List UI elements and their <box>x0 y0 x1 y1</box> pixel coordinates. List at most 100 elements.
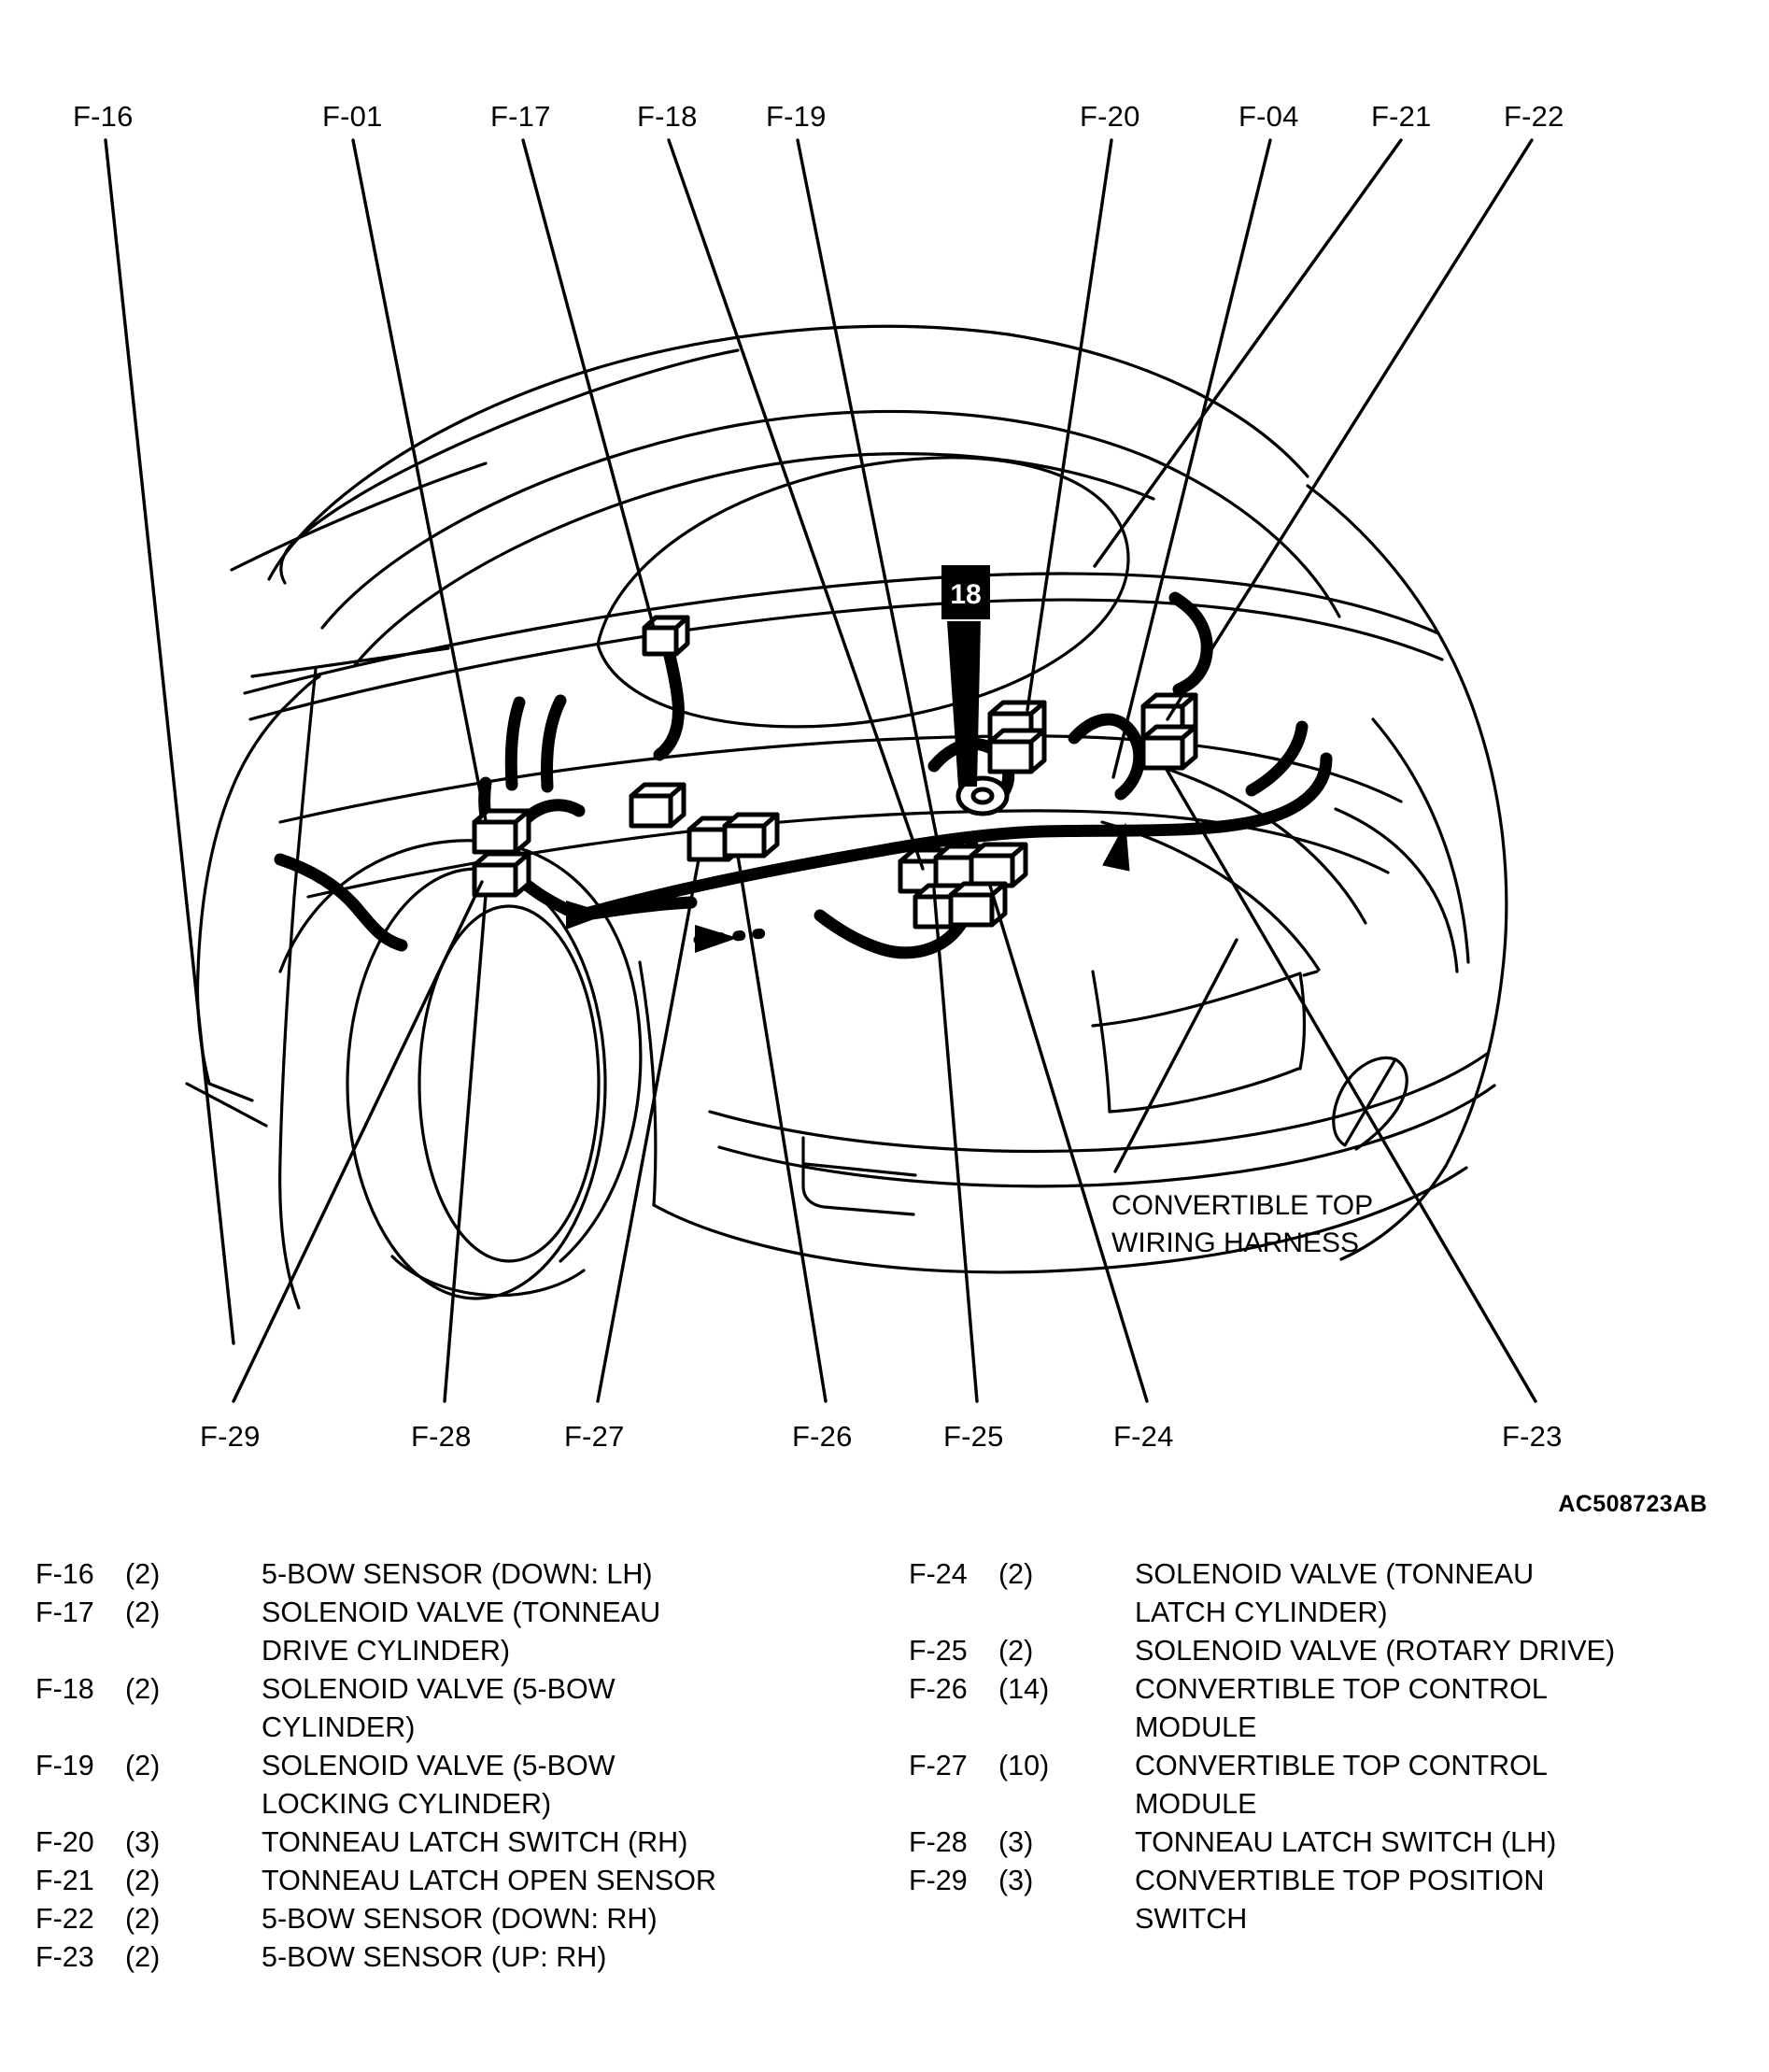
legend-qty: (2) <box>125 1673 161 1705</box>
connector-cube <box>472 808 531 855</box>
legend-qty: (2) <box>125 1750 161 1781</box>
legend-id: F-19 <box>35 1750 94 1781</box>
legend-id: F-27 <box>909 1750 968 1781</box>
legend-desc-cont: LOCKING CYLINDER) <box>262 1788 552 1820</box>
callout-label-f-23: F-23 <box>1502 1420 1563 1453</box>
legend-id: F-20 <box>35 1826 94 1858</box>
legend-desc-line: TONNEAU LATCH SWITCH (LH) <box>1135 1826 1557 1858</box>
legend-row: F-21 (2) TONNEAU LATCH OPEN SENSOR <box>35 1862 884 1900</box>
connector-cube <box>969 842 1028 888</box>
connector-cube <box>1140 724 1198 771</box>
harness-dashed-continuation <box>693 927 779 945</box>
legend-qty: (2) <box>125 1941 161 1973</box>
legend-desc: SOLENOID VALVE (5-BOW CYLINDER) <box>262 1670 884 1747</box>
connector-cube <box>629 782 686 829</box>
callout-label-f-22: F-22 <box>1504 100 1564 133</box>
legend-id: F-29 <box>909 1865 968 1896</box>
legend-right-column: F-24 (2) SOLENOID VALVE (TONNEAU LATCH C… <box>884 1555 1769 1938</box>
legend-qty: (2) <box>125 1558 161 1590</box>
legend-id: F-23 <box>35 1941 94 1973</box>
legend-desc-line: CONVERTIBLE TOP CONTROL <box>1135 1750 1548 1781</box>
bottom-callout-labels: F-29 F-28 F-27 F-26 F-25 F-24 F-23 <box>200 1420 1563 1453</box>
legend-desc-cont: MODULE <box>1135 1711 1257 1743</box>
harness-annotation-line-1: CONVERTIBLE TOP <box>1111 1190 1373 1221</box>
legend-desc-line: CONVERTIBLE TOP CONTROL <box>1135 1673 1548 1705</box>
legend-desc-cont: DRIVE CYLINDER) <box>262 1635 511 1667</box>
connector-legend: F-16 (2) 5-BOW SENSOR (DOWN: LH) F-17 (2… <box>0 1555 1769 1977</box>
legend-desc: TONNEAU LATCH OPEN SENSOR <box>262 1862 884 1900</box>
legend-id: F-28 <box>909 1826 968 1858</box>
badge-box <box>941 565 990 619</box>
legend-row: F-17 (2) SOLENOID VALVE (TONNEAU DRIVE C… <box>35 1594 884 1670</box>
callout-label-f-19: F-19 <box>766 100 827 133</box>
legend-row: F-20 (3) TONNEAU LATCH SWITCH (RH) <box>35 1824 884 1862</box>
legend-qty: (2) <box>125 1597 161 1628</box>
callout-label-f-04: F-04 <box>1238 100 1299 133</box>
legend-row: F-22 (2) 5-BOW SENSOR (DOWN: RH) <box>35 1900 884 1938</box>
callout-label-f-25: F-25 <box>943 1420 1004 1453</box>
top-callout-labels: F-16 F-01 F-17 F-18 F-19 F-20 F-04 F-21 … <box>73 100 1564 133</box>
legend-id: F-25 <box>909 1635 968 1667</box>
figure-area: 18 F-16 F-01 <box>73 100 1564 1453</box>
legend-row: F-29 (3) CONVERTIBLE TOP POSITION SWITCH <box>909 1862 1769 1938</box>
callout-label-f-16: F-16 <box>73 100 134 133</box>
section-badge-18: 18 <box>941 565 990 787</box>
vehicle-body-outline <box>185 324 1508 1310</box>
badge-number: 18 <box>950 579 981 610</box>
legend-desc-line: SOLENOID VALVE (5-BOW <box>262 1750 616 1781</box>
legend-desc: SOLENOID VALVE (TONNEAU DRIVE CYLINDER) <box>262 1594 884 1670</box>
legend-row: F-19 (2) SOLENOID VALVE (5-BOW LOCKING C… <box>35 1747 884 1824</box>
callout-label-f-20: F-20 <box>1080 100 1140 133</box>
legend-id: F-18 <box>35 1673 94 1705</box>
legend-qty: (2) <box>998 1558 1034 1590</box>
legend-desc-line: SOLENOID VALVE (ROTARY DRIVE) <box>1135 1635 1616 1667</box>
legend-id: F-16 <box>35 1558 94 1590</box>
top-leader-lines <box>104 138 1534 1345</box>
harness-direction-arrows <box>566 822 1130 953</box>
callout-label-f-27: F-27 <box>564 1420 625 1453</box>
legend-row: F-25 (2) SOLENOID VALVE (ROTARY DRIVE) <box>909 1632 1769 1670</box>
callout-label-f-28: F-28 <box>411 1420 472 1453</box>
legend-desc-cont: CYLINDER) <box>262 1711 416 1743</box>
legend-desc: 5-BOW SENSOR (DOWN: LH) <box>262 1555 884 1594</box>
legend-qty: (2) <box>998 1635 1034 1667</box>
legend-id: F-26 <box>909 1673 968 1705</box>
legend-desc-line: SOLENOID VALVE (5-BOW <box>262 1673 616 1705</box>
legend-desc-line: 5-BOW SENSOR (UP: RH) <box>262 1941 607 1973</box>
legend-row: F-18 (2) SOLENOID VALVE (5-BOW CYLINDER) <box>35 1670 884 1747</box>
legend-row: F-26 (14) CONVERTIBLE TOP CONTROL MODULE <box>909 1670 1769 1747</box>
legend-qty: (3) <box>998 1865 1034 1896</box>
callout-label-f-17: F-17 <box>490 100 551 133</box>
legend-desc: TONNEAU LATCH SWITCH (LH) <box>1135 1824 1769 1862</box>
callout-label-f-21: F-21 <box>1371 100 1432 133</box>
drawing-code: AC508723AB <box>1558 1491 1707 1517</box>
legend-desc: 5-BOW SENSOR (DOWN: RH) <box>262 1900 884 1938</box>
legend-left-column: F-16 (2) 5-BOW SENSOR (DOWN: LH) F-17 (2… <box>0 1555 884 1977</box>
legend-desc: CONVERTIBLE TOP POSITION SWITCH <box>1135 1862 1769 1938</box>
callout-label-f-24: F-24 <box>1113 1420 1174 1453</box>
callout-label-f-01: F-01 <box>322 100 383 133</box>
legend-qty: (3) <box>998 1826 1034 1858</box>
legend-qty: (2) <box>125 1903 161 1935</box>
legend-desc-cont: MODULE <box>1135 1788 1257 1820</box>
callout-label-f-26: F-26 <box>792 1420 853 1453</box>
vehicle-connector-location-illustration: 18 F-16 F-01 <box>73 100 1564 1453</box>
harness-annotation: CONVERTIBLE TOP WIRING HARNESS <box>1111 1190 1373 1258</box>
legend-desc-cont: LATCH CYLINDER) <box>1135 1597 1388 1628</box>
legend-row: F-28 (3) TONNEAU LATCH SWITCH (LH) <box>909 1824 1769 1862</box>
legend-id: F-17 <box>35 1597 94 1628</box>
legend-desc-line: SOLENOID VALVE (TONNEAU <box>1135 1558 1535 1590</box>
rotary-connector-symbol <box>955 775 1010 816</box>
legend-desc-line: 5-BOW SENSOR (DOWN: LH) <box>262 1558 653 1590</box>
legend-row: F-16 (2) 5-BOW SENSOR (DOWN: LH) <box>35 1555 884 1594</box>
legend-id: F-21 <box>35 1865 94 1896</box>
bottom-leader-lines <box>232 766 1537 1403</box>
connector-cube <box>722 812 780 859</box>
legend-desc: 5-BOW SENSOR (UP: RH) <box>262 1938 884 1977</box>
legend-row: F-27 (10) CONVERTIBLE TOP CONTROL MODULE <box>909 1747 1769 1824</box>
legend-desc: SOLENOID VALVE (TONNEAU LATCH CYLINDER) <box>1135 1555 1769 1632</box>
connector-cube <box>987 728 1047 774</box>
legend-desc: SOLENOID VALVE (ROTARY DRIVE) <box>1135 1632 1769 1670</box>
legend-desc-line: CONVERTIBLE TOP POSITION <box>1135 1865 1545 1896</box>
legend-desc-line: SOLENOID VALVE (TONNEAU <box>262 1597 661 1628</box>
